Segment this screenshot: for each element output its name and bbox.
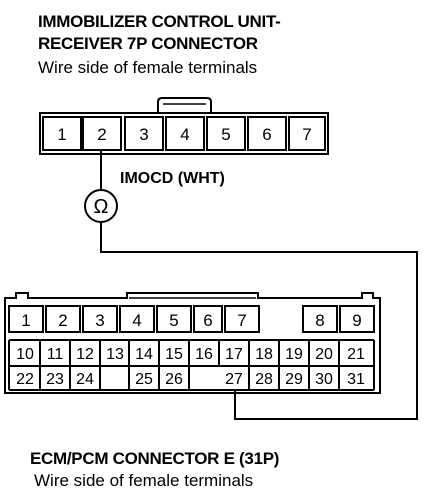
ecm-pin-number: 12: [76, 346, 94, 363]
top-pin-number: 5: [221, 125, 230, 144]
top-pin-box: [165, 116, 205, 151]
ecm-pin-number: 6: [203, 311, 212, 330]
top-pin-number: 4: [180, 125, 189, 144]
ecm-pin-number: 24: [76, 371, 94, 388]
ecm-pin-number: 22: [16, 371, 34, 388]
ecm-cell: [45, 305, 81, 333]
ecm-pin-number: 21: [347, 346, 365, 363]
top-pin-box: [247, 116, 287, 151]
top-connector-title-line2: RECEIVER 7P CONNECTOR: [38, 34, 258, 53]
ecm-pin-number: 15: [165, 346, 183, 363]
ecm-pin-number: 5: [169, 311, 178, 330]
ecm-pin-number: 25: [135, 371, 153, 388]
top-connector-title-line1: IMMOBILIZER CONTROL UNIT-: [38, 12, 281, 31]
top-pin-number: 6: [262, 125, 271, 144]
ecm-pin-number: 9: [352, 311, 361, 330]
ecm-pin-number: 23: [46, 371, 64, 388]
ecm-cell: [82, 305, 118, 333]
ecm-pin-number: 2: [58, 311, 67, 330]
probe-wire: [100, 150, 418, 420]
ecm-pin-number: 28: [255, 371, 273, 388]
top-pin-number: 2: [97, 125, 106, 144]
immobilizer-connector-body: [39, 112, 329, 155]
ecm-pin-number: 1: [21, 311, 30, 330]
ecm-pin-number: 3: [95, 311, 104, 330]
wire-label: IMOCD (WHT): [120, 170, 225, 187]
top-pin-number: 7: [302, 125, 311, 144]
immobilizer-connector-lock-tab: [157, 97, 212, 113]
top-pin-box: [288, 116, 326, 151]
ohm-symbol: Ω: [94, 196, 109, 218]
ecm-cell: [119, 305, 155, 333]
ecm-pin-number: 7: [237, 311, 246, 330]
ecm-pin-number: 30: [315, 371, 333, 388]
ecm-pin-number: 20: [315, 346, 333, 363]
top-pin-number: 1: [57, 125, 66, 144]
top-pin-box: [124, 116, 164, 151]
ecm-cell: [8, 305, 44, 333]
ecm-pin-number: 16: [195, 346, 213, 363]
ecm-cell: [156, 305, 192, 333]
ecm-pin-number: 29: [285, 371, 303, 388]
ecm-connector-body: [4, 292, 381, 394]
ohmmeter-symbol: [84, 189, 118, 223]
ecm-pin-number: 10: [16, 346, 34, 363]
ecm-pin-number: 27: [225, 371, 243, 388]
top-pin-number: 3: [139, 125, 148, 144]
ecm-pin-number: 11: [47, 346, 64, 363]
ecm-pin-number: 26: [165, 371, 183, 388]
ecm-pin-number: 13: [106, 346, 124, 363]
top-connector-subtitle: Wire side of female terminals: [38, 58, 258, 77]
top-pin-box: [42, 116, 82, 151]
ecm-cell: [224, 305, 260, 333]
ecm-cell: [193, 305, 223, 333]
ecm-connector-title: ECM/PCM CONNECTOR E (31P): [30, 449, 280, 468]
top-pin-box: [206, 116, 246, 151]
ecm-cell: [302, 305, 338, 333]
ecm-pin-number: 14: [135, 346, 153, 363]
ecm-pin-number: 31: [347, 371, 365, 388]
ecm-connector-subtitle: Wire side of female terminals: [34, 471, 254, 490]
ecm-cell: [339, 305, 375, 333]
ecm-pin-number: 4: [132, 311, 141, 330]
ecm-pin-number: 18: [255, 346, 273, 363]
ecm-pin-number: 8: [315, 311, 324, 330]
ecm-pin-number: 19: [285, 346, 303, 363]
ecm-pin-number: 17: [225, 346, 243, 363]
